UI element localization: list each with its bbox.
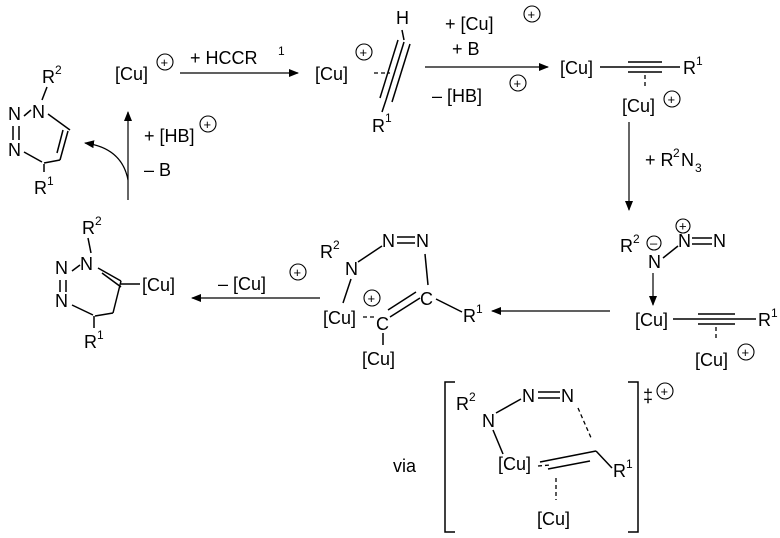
transition-state-structure: R 2 N N N [Cu] R 1 [Cu] (456, 386, 633, 529)
svg-text:N: N (8, 140, 21, 160)
svg-text:1: 1 (771, 306, 778, 320)
svg-text:+ [HB]: + [HB] (144, 126, 195, 146)
reagent-hb-plus: + [HB] + (144, 115, 217, 146)
svg-text:+ HCCR: + HCCR (190, 48, 258, 68)
svg-text:R: R (683, 58, 696, 78)
reagent-base: + B (452, 39, 480, 59)
svg-text:–: – (650, 236, 658, 251)
svg-text:2: 2 (333, 238, 340, 252)
svg-text:C: C (376, 314, 389, 334)
dinuclear-copper-acetylide: [Cu] R 1 [Cu] + (560, 54, 703, 116)
svg-text:+: + (360, 45, 368, 60)
svg-text:C: C (420, 289, 433, 309)
svg-text:+: + (514, 76, 522, 91)
svg-text:N: N (55, 258, 68, 278)
svg-text:[Cu]: [Cu] (362, 349, 395, 369)
svg-text:– [HB]: – [HB] (432, 86, 482, 106)
svg-text:R: R (320, 242, 333, 262)
svg-text:+: + (294, 265, 302, 280)
svg-text:N: N (561, 386, 574, 406)
svg-text:N: N (648, 252, 661, 272)
svg-text:+: + (204, 117, 212, 132)
svg-text:R: R (456, 394, 469, 414)
svg-text:2: 2 (633, 232, 640, 246)
svg-text:[Cu]: [Cu] (498, 454, 531, 474)
svg-text:[Cu]: [Cu] (622, 96, 655, 116)
svg-text:R: R (82, 218, 95, 238)
reagent-hccr1: + HCCR 1 (190, 44, 285, 68)
svg-text:R: R (84, 332, 97, 352)
svg-text:R: R (758, 310, 771, 330)
svg-text:[Cu]: [Cu] (142, 275, 175, 295)
transition-state-bracket: ‡ + (444, 381, 674, 533)
svg-text:R: R (463, 306, 476, 326)
byproduct-base: – B (144, 160, 171, 180)
copper-triazolide: R 2 N N N [Cu] R 1 (55, 214, 175, 352)
svg-text:R: R (42, 67, 55, 87)
svg-text:N: N (382, 231, 395, 251)
svg-text:1: 1 (696, 54, 703, 68)
svg-text:[Cu]: [Cu] (560, 58, 593, 78)
svg-text:1: 1 (47, 174, 54, 188)
svg-text:‡: ‡ (643, 386, 653, 406)
svg-text:N: N (681, 150, 694, 170)
svg-text:2: 2 (95, 214, 102, 228)
triazole-product: R 2 N N N R 1 (8, 63, 71, 198)
cu-alkyne-pi-complex: [Cu] + H R 1 (315, 8, 411, 136)
svg-text:1: 1 (385, 111, 392, 125)
reagent-organic-azide: + R 2 N 3 (645, 146, 702, 175)
svg-text:+: + (668, 92, 676, 107)
svg-text:N: N (80, 254, 93, 274)
svg-text:– [Cu]: – [Cu] (218, 274, 266, 294)
svg-text:N: N (522, 386, 535, 406)
svg-text:2: 2 (469, 390, 476, 404)
arrow-product-release (84, 140, 129, 181)
svg-text:N: N (678, 231, 691, 251)
svg-text:[Cu]: [Cu] (115, 64, 148, 84)
svg-text:[Cu]: [Cu] (695, 350, 728, 370)
svg-text:R: R (372, 116, 385, 136)
svg-text:2: 2 (673, 146, 680, 160)
svg-text:+: + (161, 55, 169, 70)
via-label: via (393, 456, 417, 476)
byproduct-cu-plus: – [Cu] + (218, 263, 307, 294)
reagent-cu-plus: + [Cu] + (445, 5, 541, 34)
svg-text:+: + (742, 345, 750, 360)
svg-text:+: + (679, 219, 687, 234)
svg-text:1: 1 (626, 457, 633, 471)
svg-text:R: R (613, 461, 626, 481)
svg-text:[Cu]: [Cu] (323, 308, 356, 328)
svg-text:[Cu]: [Cu] (315, 64, 348, 84)
svg-text:[Cu]: [Cu] (537, 509, 570, 529)
svg-text:1: 1 (278, 44, 285, 58)
svg-text:+ R: + R (645, 150, 674, 170)
svg-text:2: 2 (55, 63, 62, 77)
svg-text:+ [Cu]: + [Cu] (445, 14, 494, 34)
azide-acetylide-complex: R 2 N – N + N [Cu] R 1 [Cu] + (620, 218, 778, 370)
svg-text:+: + (368, 291, 376, 306)
svg-text:N: N (416, 231, 429, 251)
svg-text:N: N (55, 291, 68, 311)
svg-text:+: + (661, 384, 669, 399)
svg-text:N: N (345, 259, 358, 279)
svg-text:N: N (482, 411, 495, 431)
svg-text:[Cu]: [Cu] (635, 310, 668, 330)
svg-text:1: 1 (97, 328, 104, 342)
byproduct-hb-plus: – [HB] + (432, 74, 527, 106)
svg-text:N: N (713, 231, 726, 251)
cu-cation: [Cu] + (115, 53, 174, 84)
svg-text:1: 1 (476, 302, 483, 316)
svg-text:R: R (34, 178, 47, 198)
svg-text:N: N (32, 102, 45, 122)
svg-text:H: H (396, 8, 409, 28)
svg-text:N: N (8, 104, 21, 124)
copper-metallacycle: R 2 N N N C R 1 C [Cu] + [Cu] (320, 231, 483, 369)
svg-text:R: R (620, 236, 633, 256)
svg-text:3: 3 (695, 161, 702, 175)
svg-text:+: + (528, 7, 536, 22)
